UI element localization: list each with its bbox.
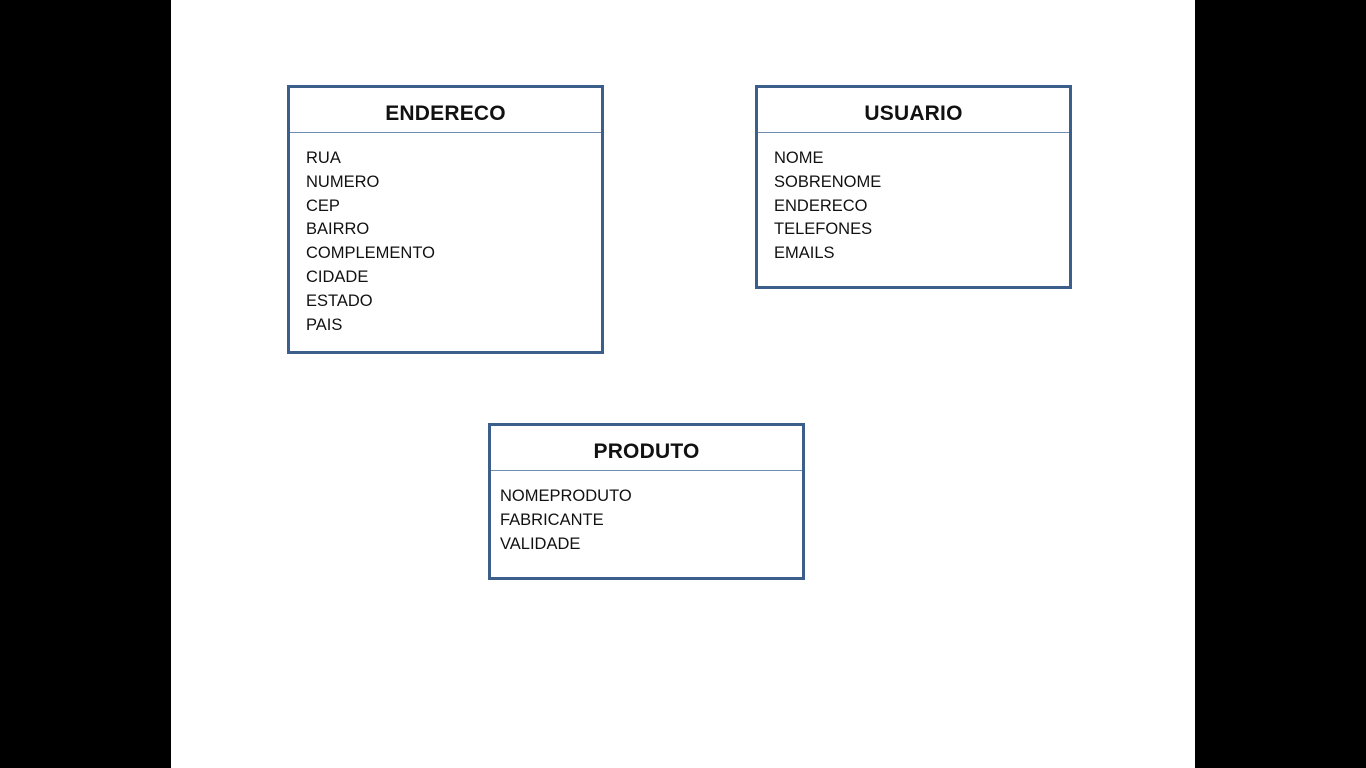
entity-field: CEP <box>306 196 340 215</box>
entity-field: CIDADE <box>306 267 369 286</box>
entity-field: RUA <box>306 149 341 167</box>
entity-field: BAIRRO <box>306 220 370 239</box>
entity-title: USUARIO <box>758 88 1069 133</box>
entity-field: FABRICANTE <box>500 510 604 529</box>
entity-field: NUMERO <box>306 172 380 191</box>
entity-field-list: RUA NUMERO CEP BAIRRO COMPLEMENTO CIDADE… <box>290 133 601 337</box>
entity-field: SOBRENOME <box>774 172 882 191</box>
entity-field: TELEFONES <box>774 220 873 239</box>
entity-endereco[interactable]: ENDERECO RUA NUMERO CEP BAIRRO COMPLEMEN… <box>287 85 604 354</box>
entity-field: NOME <box>774 149 824 167</box>
entity-field: NOMEPRODUTO <box>500 487 632 505</box>
entity-field-list: NOMEPRODUTO FABRICANTE VALIDADE <box>491 471 802 556</box>
entity-field: ESTADO <box>306 291 373 310</box>
entity-produto[interactable]: PRODUTO NOMEPRODUTO FABRICANTE VALIDADE <box>488 423 805 580</box>
entity-field: PAIS <box>306 315 343 334</box>
entity-field: ENDERECO <box>774 196 868 215</box>
entity-field: COMPLEMENTO <box>306 244 435 263</box>
entity-field-list: NOME SOBRENOME ENDERECO TELEFONES EMAILS <box>758 133 1069 266</box>
diagram-canvas: ENDERECO RUA NUMERO CEP BAIRRO COMPLEMEN… <box>171 0 1195 768</box>
entity-field: EMAILS <box>774 244 835 263</box>
entity-usuario[interactable]: USUARIO NOME SOBRENOME ENDERECO TELEFONE… <box>755 85 1072 289</box>
entity-title: PRODUTO <box>491 426 802 471</box>
entity-title: ENDERECO <box>290 88 601 133</box>
entity-field: VALIDADE <box>500 534 581 553</box>
